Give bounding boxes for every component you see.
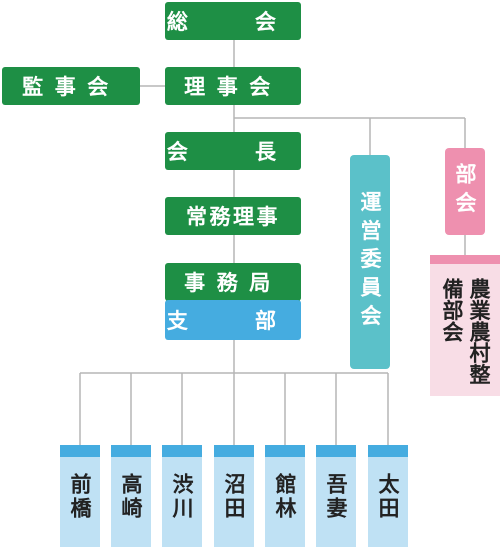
branch-box: 沼田 [214, 445, 254, 547]
farmland-division-box: 農業農村整備部会 [430, 255, 500, 396]
branch-box: 吾妻 [316, 445, 356, 547]
board-box: 理事会 [165, 67, 301, 105]
steering-committee-box: 運営委員会 [350, 155, 390, 369]
auditors-label: 監事会 [22, 75, 120, 99]
branch-box: 館林 [265, 445, 305, 547]
department-box: 部会 [445, 148, 485, 235]
branch-label: 吾妻 [324, 473, 348, 522]
president-box: 会 長 [165, 132, 301, 170]
branch-office-label: 支 部 [166, 309, 300, 333]
branch-label: 館林 [273, 473, 297, 522]
board-label: 理事会 [184, 75, 282, 99]
branch-label: 高崎 [119, 473, 143, 522]
branch-office-box: 支 部 [165, 300, 301, 340]
branch-label: 渋川 [170, 473, 194, 522]
branch-box: 前橋 [60, 445, 100, 547]
executive-director-label: 常務理事 [185, 205, 281, 229]
branch-label: 前橋 [68, 473, 92, 522]
department-label: 部会 [453, 163, 477, 220]
general-assembly-label: 総 会 [166, 10, 300, 34]
branch-box: 高崎 [111, 445, 151, 547]
branch-label: 太田 [376, 473, 400, 522]
branch-box: 太田 [368, 445, 408, 547]
steering-committee-label: 運営委員会 [358, 191, 382, 333]
secretariat-label: 事務局 [184, 271, 282, 295]
farmland-division-label: 農業農村整備部会 [440, 278, 491, 386]
secretariat-box: 事務局 [165, 263, 301, 301]
president-label: 会 長 [166, 140, 300, 164]
branch-label: 沼田 [222, 473, 246, 522]
general-assembly-box: 総 会 [165, 2, 301, 40]
branch-box: 渋川 [162, 445, 202, 547]
executive-director-box: 常務理事 [165, 197, 301, 235]
auditors-box: 監事会 [2, 67, 140, 105]
